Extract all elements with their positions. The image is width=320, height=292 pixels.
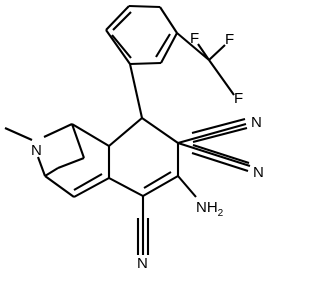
nitrile-nitrogen-middle: N [253, 164, 264, 181]
amine-label: NH2 [196, 199, 224, 219]
nitrogen-label: N [31, 142, 42, 159]
nitrile-group-middle [177, 141, 251, 172]
amine-subscript: 2 [218, 208, 224, 219]
molecule-drawing: N F F F N N N NH2 [4, 4, 264, 272]
phenyl-ring [105, 4, 178, 66]
nitrile-nitrogen-upper: N [251, 114, 262, 131]
nitrile-nitrogen-lower: N [137, 255, 148, 272]
fluorine-label-1: F [190, 30, 199, 47]
trifluoromethyl-group [176, 32, 235, 96]
fluorine-label-2: F [225, 31, 234, 48]
amine-bond [177, 175, 197, 198]
fluorine-label-3: F [234, 90, 243, 107]
structure-diagram: N F F F N N N NH2 [4, 4, 264, 272]
bicyclic-core [4, 63, 180, 198]
nitrile-group-upper [177, 117, 248, 145]
nitrile-group-lower [136, 196, 150, 255]
amine-nh-text: NH [196, 199, 218, 216]
